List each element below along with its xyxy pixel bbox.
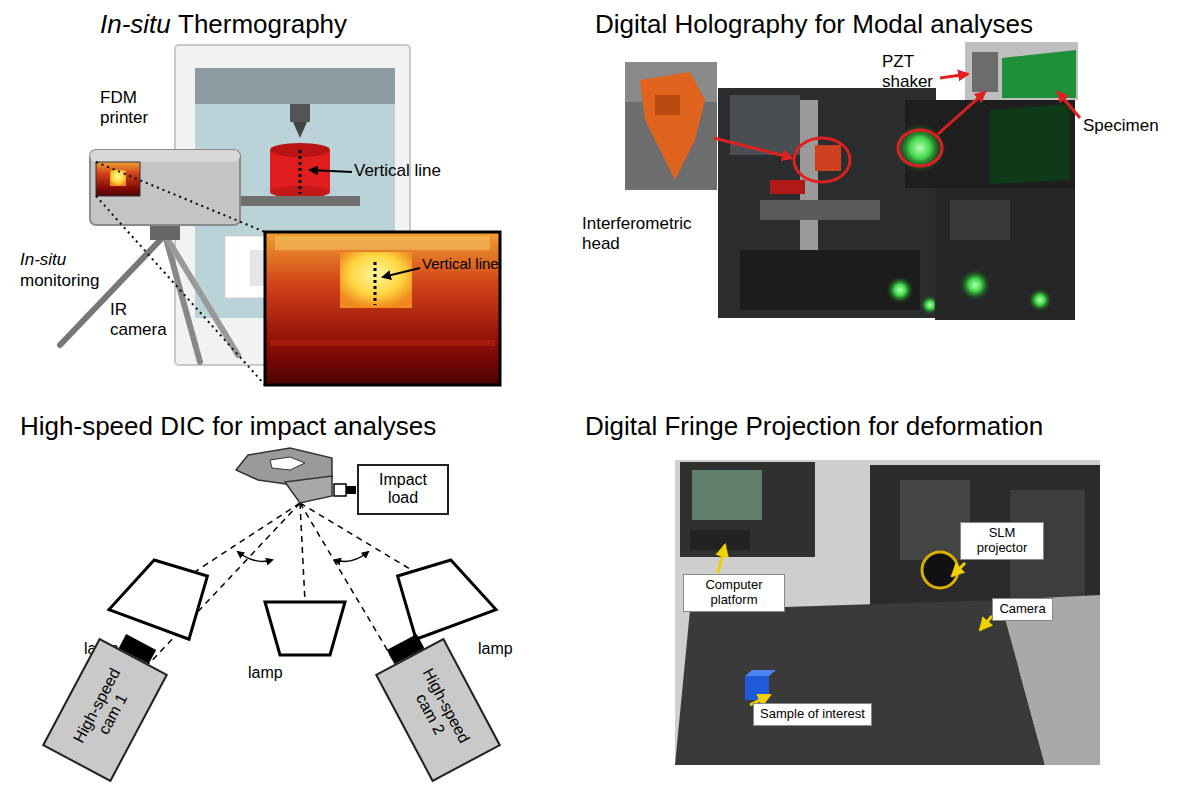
part-label: FDM printer [100,88,170,127]
callout-box: Computer platform [683,574,785,612]
part-label: In-situ [20,250,66,270]
fringe-photo [675,460,1100,765]
callout-box: Sample of interest [753,703,872,726]
part-label: PZT shaker [882,52,937,91]
thermal-image [265,232,500,385]
part-label: IR camera [110,300,172,339]
camera-body: High-speed cam 2 [375,638,501,782]
part-label: monitoring [20,271,99,291]
part-label: Interferometric head [582,214,712,253]
node-text: Computer platform [690,578,778,608]
node-text: High-speed cam 1 [70,666,140,755]
panel-title: Digital Holography for Modal analyses [595,10,1033,40]
lamp-label: lamp [248,664,283,682]
part-label: Vertical line [354,161,441,181]
ir-camera [60,150,265,385]
load-box: Impact load [357,464,449,515]
camera-lens [387,634,425,664]
dic-setup [109,448,496,668]
camera-body: High-speed cam 1 [42,638,168,782]
lamp-label: lamp [478,640,513,658]
node-text: High-speed cam 2 [403,666,473,755]
holography-photos [625,42,1080,320]
node-text: Sample of interest [760,707,865,722]
callout-box: SLM projector [960,522,1044,560]
part-label: Specimen [1083,116,1159,136]
node-text: Impact load [367,471,439,508]
node-text: SLM projector [967,526,1037,556]
panel-title: Thermography [178,10,347,40]
camera-lens [119,634,157,664]
node-text: Camera [999,602,1046,617]
panel-title: Digital Fringe Projection for deformatio… [585,412,1043,442]
panel-title: In-situ [100,10,171,40]
panel-title: High-speed DIC for impact analyses [20,412,436,442]
part-label: Vertical line [422,255,499,272]
callout-box: Camera [992,598,1053,621]
